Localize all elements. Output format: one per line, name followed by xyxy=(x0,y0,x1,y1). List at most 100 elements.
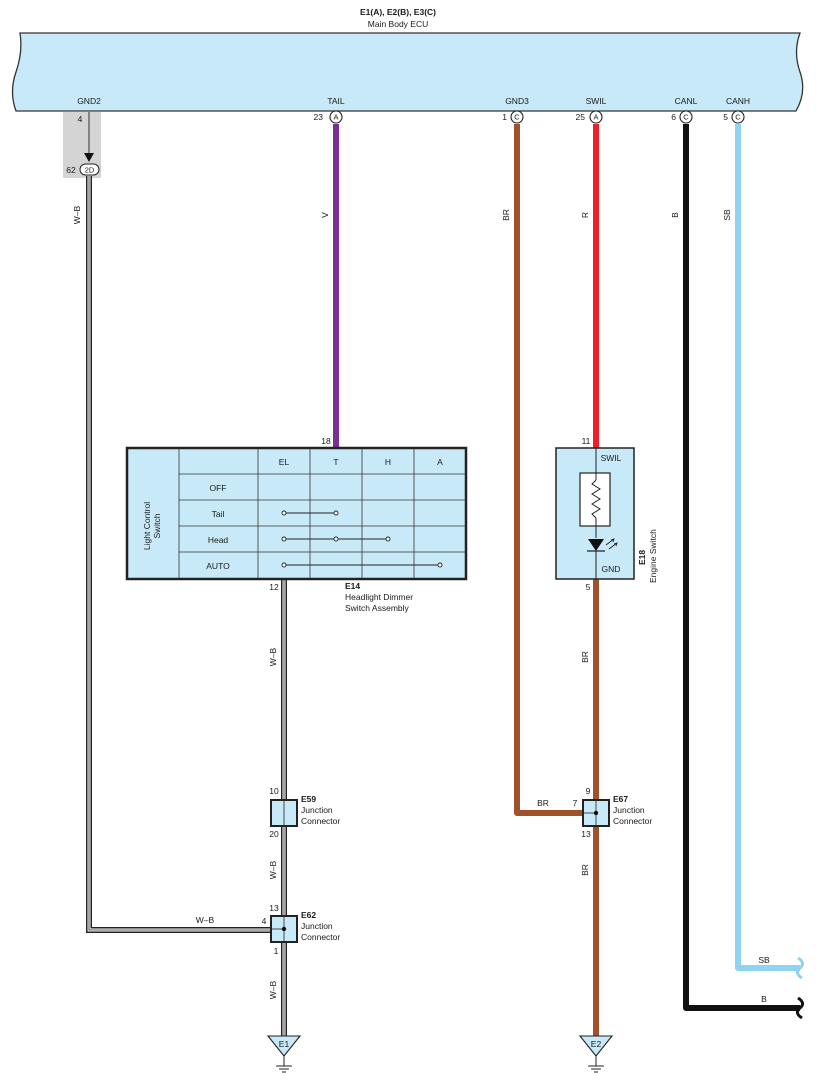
wire-break-sb-icon xyxy=(795,956,805,980)
e62-pin-left: 4 xyxy=(262,916,267,926)
e62-line1: Junction xyxy=(301,921,333,931)
ecu-pin-tail-label: TAIL xyxy=(327,96,345,106)
e14-headlight-dimmer-switch: 18 EL T H A OFF Tail Head AUTO Light Con… xyxy=(125,436,468,613)
e18-pin-bottom: 5 xyxy=(586,582,591,592)
ecu-pin-tail-connector: 23 A xyxy=(314,110,343,124)
wire-label-br-gnd3: BR xyxy=(501,209,511,221)
wire-label-wb-gnd2: W–B xyxy=(72,205,82,224)
ground-e2: E2 xyxy=(578,1035,614,1073)
ground-e1: E1 xyxy=(266,1035,302,1073)
e62-line2: Connector xyxy=(301,932,340,942)
ecu-pin-gnd2-label: GND2 xyxy=(77,96,101,106)
e14-name-2: Switch Assembly xyxy=(345,603,410,613)
ground-e2-triangle-icon xyxy=(578,1035,614,1057)
ecu-pin-swil-connector: 25 A xyxy=(576,110,603,124)
ground-e1-label: E1 xyxy=(279,1039,290,1049)
ground-e2-symbol-icon xyxy=(588,1065,604,1073)
e67-pin-bottom: 13 xyxy=(581,829,591,839)
wire-label-wb-e59-e62: W–B xyxy=(268,860,278,879)
wire-label-wb-e62-e1: W–B xyxy=(268,980,278,999)
main-body-ecu-box xyxy=(11,32,804,112)
e14-col-el: EL xyxy=(279,457,290,467)
e67-id: E67 xyxy=(613,794,628,804)
e62-id: E62 xyxy=(301,910,316,920)
svg-text:A: A xyxy=(593,113,598,122)
e67-line1: Junction xyxy=(613,805,645,815)
e18-pin-top: 11 xyxy=(582,436,591,446)
e14-id: E14 xyxy=(345,581,360,591)
wire-skyblue-canh xyxy=(735,124,800,971)
e14-side-label-2: Switch xyxy=(152,513,162,538)
e59-pin-bottom: 20 xyxy=(269,829,279,839)
e18-label-swil: SWIL xyxy=(601,453,622,463)
e14-row-tail: Tail xyxy=(212,509,225,519)
e67-line2: Connector xyxy=(613,816,652,826)
e59-id: E59 xyxy=(301,794,316,804)
ground-e2-label: E2 xyxy=(591,1039,602,1049)
e59-pin-top: 10 xyxy=(269,786,279,796)
e62-pin-bottom: 1 xyxy=(274,946,279,956)
e14-name-1: Headlight Dimmer xyxy=(345,592,413,602)
gnd2-pin-number: 4 xyxy=(78,114,83,124)
e18-engine-switch: 11 SWIL GND 5 E18 Engine Switch xyxy=(555,436,658,592)
e14-col-h: H xyxy=(385,457,391,467)
resistor-icon xyxy=(591,479,601,519)
svg-text:25: 25 xyxy=(576,112,586,122)
ecu-pin-canl-connector: 6 C xyxy=(671,110,693,124)
wire-black-canl xyxy=(683,124,800,1011)
wire-wb-gnd2 xyxy=(86,176,271,933)
ecu-pin-gnd3-label: GND3 xyxy=(505,96,529,106)
wire-label-sb: SB xyxy=(722,209,732,221)
svg-text:1: 1 xyxy=(502,112,507,122)
svg-text:A: A xyxy=(333,113,338,122)
e14-pin-top: 18 xyxy=(321,436,331,446)
svg-text:C: C xyxy=(514,113,520,122)
ecu-pin-canl-label: CANL xyxy=(675,96,698,106)
wire-break-b-icon xyxy=(795,996,805,1020)
svg-text:6: 6 xyxy=(671,112,676,122)
gnd2-lower-connector-label: 2D xyxy=(85,166,95,175)
e59-line2: Connector xyxy=(301,816,340,826)
wire-label-br-e18-e67: BR xyxy=(580,651,590,663)
e59-junction-connector: 10 20 E59 Junction Connector xyxy=(269,786,340,839)
e14-side-label-1: Light Control xyxy=(142,502,152,550)
wire-label-r: R xyxy=(580,212,590,218)
e67-pin-top: 9 xyxy=(586,786,591,796)
e18-id: E18 xyxy=(637,550,647,565)
e67-pin-left: 7 xyxy=(573,798,578,808)
ground-e1-symbol-icon xyxy=(276,1065,292,1073)
ecu-connector-title: E1(A), E2(B), E3(C) xyxy=(360,7,436,17)
e62-junction-connector: 13 4 1 E62 Junction Connector xyxy=(262,903,341,956)
wire-label-b: B xyxy=(670,212,680,218)
e14-col-t: T xyxy=(333,457,338,467)
e14-row-off: OFF xyxy=(210,483,227,493)
ecu-pin-swil-label: SWIL xyxy=(586,96,607,106)
e67-junction-connector: 9 7 13 E67 Junction Connector xyxy=(573,786,653,839)
svg-text:C: C xyxy=(683,113,689,122)
svg-text:23: 23 xyxy=(314,112,324,122)
wire-brown-gnd3 xyxy=(514,124,583,816)
wire-label-br-gnd3-e67: BR xyxy=(537,798,549,808)
ecu-pin-canh-label: CANH xyxy=(726,96,750,106)
wire-label-sb-out: SB xyxy=(758,955,770,965)
e14-col-a: A xyxy=(437,457,443,467)
ecu-pin-canh-connector: 5 C xyxy=(723,110,745,124)
ecu-name: Main Body ECU xyxy=(368,19,428,29)
wire-label-v: V xyxy=(320,212,330,218)
wire-label-br-e67-e2: BR xyxy=(580,864,590,876)
wire-label-wb-left-e62: W–B xyxy=(196,915,215,925)
e14-row-auto: AUTO xyxy=(206,561,230,571)
gnd2-arrow-icon xyxy=(84,153,94,162)
gnd2-lower-connector xyxy=(79,163,100,176)
e18-name: Engine Switch xyxy=(648,529,658,583)
e62-pin-top: 13 xyxy=(269,903,279,913)
gnd2-lower-pin-number: 62 xyxy=(66,165,76,175)
e14-row-head: Head xyxy=(208,535,229,545)
led-icon xyxy=(588,539,604,551)
e18-label-gnd: GND xyxy=(602,564,621,574)
e59-line1: Junction xyxy=(301,805,333,815)
wire-label-wb-e14-e59: W–B xyxy=(268,647,278,666)
ground-e1-triangle-icon xyxy=(266,1035,302,1057)
wire-label-b-out: B xyxy=(761,994,767,1004)
